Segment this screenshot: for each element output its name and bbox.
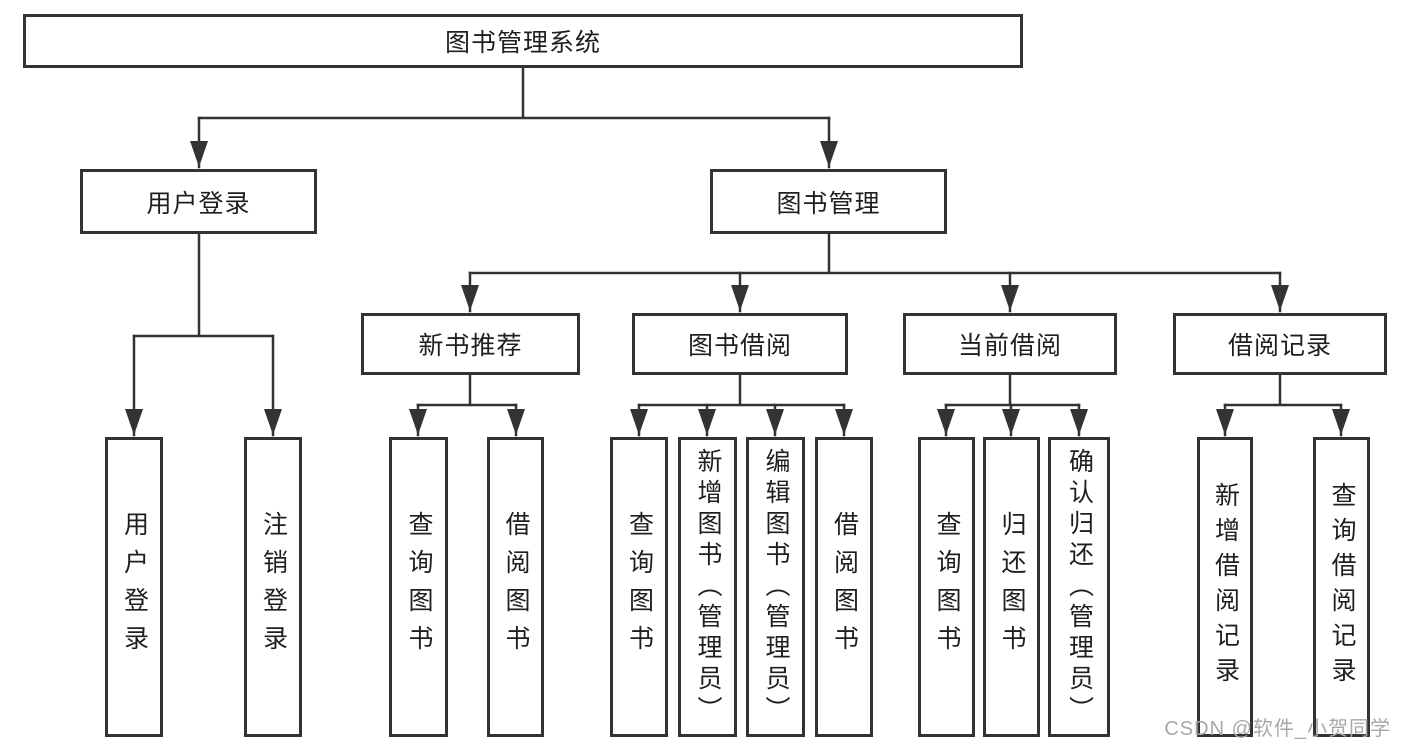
- root-node-system: 图书管理系统: [23, 14, 1023, 68]
- leaf-confirm-return-admin: 确认归还（管理员）: [1048, 437, 1110, 737]
- leaf-query-borrow-record: 查询借阅记录: [1313, 437, 1370, 737]
- leaf-label: 查询图书: [405, 511, 433, 663]
- node-label: 当前借阅: [957, 332, 1062, 360]
- leaf-user-login: 用户登录: [105, 437, 163, 737]
- leaf-query-books-borrow: 查询图书: [610, 437, 668, 737]
- leaf-label: 借阅图书: [830, 511, 859, 663]
- leaf-label: 归还图书: [998, 511, 1026, 663]
- node-book-management: 图书管理: [710, 169, 947, 234]
- leaf-label: 查询图书: [933, 511, 961, 663]
- leaf-label: 查询借阅记录: [1328, 482, 1356, 692]
- leaf-edit-books-admin: 编辑图书（管理员）: [746, 437, 805, 737]
- leaf-label: 借阅图书: [502, 511, 530, 663]
- leaf-borrow-books: 借阅图书: [815, 437, 873, 737]
- node-user-login: 用户登录: [80, 169, 317, 234]
- node-current-borrow: 当前借阅: [903, 313, 1117, 375]
- node-label: 借阅记录: [1227, 332, 1332, 360]
- leaf-query-books-current: 查询图书: [918, 437, 975, 737]
- node-borrow-records: 借阅记录: [1173, 313, 1387, 375]
- leaf-label: 查询图书: [625, 511, 654, 663]
- node-new-book-recommend: 新书推荐: [361, 313, 580, 375]
- leaf-label: 新增图书（管理员）: [694, 447, 722, 727]
- leaf-add-borrow-record: 新增借阅记录: [1197, 437, 1253, 737]
- leaf-logout: 注销登录: [244, 437, 302, 737]
- root-node-label: 图书管理系统: [444, 29, 601, 57]
- leaf-label: 用户登录: [120, 511, 149, 663]
- leaf-borrow-books-recommend: 借阅图书: [487, 437, 544, 737]
- leaf-return-books: 归还图书: [983, 437, 1040, 737]
- node-label: 新书推荐: [418, 332, 523, 360]
- watermark: CSDN @软件_小贺同学: [1164, 718, 1391, 740]
- leaf-label: 编辑图书（管理员）: [762, 447, 790, 727]
- leaf-add-books-admin: 新增图书（管理员）: [678, 437, 737, 737]
- node-label: 图书管理: [776, 189, 881, 218]
- leaf-label: 注销登录: [259, 511, 288, 663]
- node-label: 用户登录: [146, 189, 251, 218]
- node-label: 图书借阅: [687, 332, 792, 360]
- leaf-label: 确认归还（管理员）: [1065, 447, 1094, 727]
- leaf-query-books-recommend: 查询图书: [389, 437, 448, 737]
- leaf-label: 新增借阅记录: [1211, 482, 1240, 692]
- node-book-borrow: 图书借阅: [632, 313, 848, 375]
